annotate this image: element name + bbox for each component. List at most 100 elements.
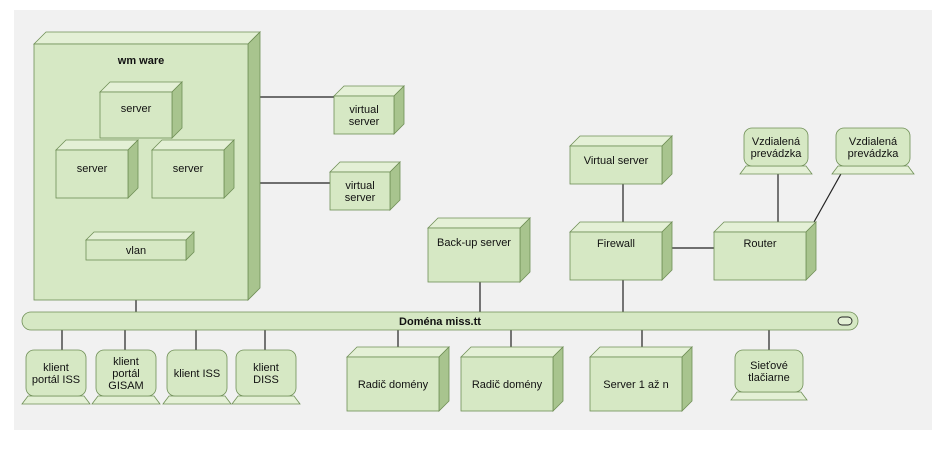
router-node-top-face — [713, 221, 817, 233]
sietove-tlaciarne-terminal-screen — [734, 349, 804, 393]
klient-iss-terminal-screen — [166, 349, 228, 397]
firewall-node-top-face — [569, 221, 673, 233]
domain-bus: Doména miss.tt — [21, 311, 859, 331]
vm-server-left: server — [55, 139, 139, 199]
klient-iss-terminal-label: klient ISS — [174, 368, 220, 380]
router-node-side-face — [805, 221, 817, 281]
radic-1-node-side-face — [438, 346, 450, 412]
vm-server-left-top-face — [55, 139, 139, 151]
remote-1-terminal-label-line-1: Vzdialená — [752, 136, 801, 148]
server-1n-node-front-face — [589, 356, 683, 412]
vm-server-right: server — [151, 139, 235, 199]
virtual-server-2-top-face — [329, 161, 401, 173]
server-1n-node-label: Server 1 až n — [603, 379, 668, 391]
klient-iss-terminal: klient ISS — [162, 349, 232, 405]
connector-remote-2-router — [813, 171, 843, 223]
vm-server-right-side-face — [223, 139, 235, 199]
sietove-tlaciarne-terminal-label-line-2: tlačiarne — [748, 372, 790, 384]
bus-end-cap-icon — [837, 316, 853, 326]
klient-portal-gisam-terminal-label-line-2: portál — [112, 368, 140, 380]
klient-diss-terminal-label-line-1: klient — [253, 362, 279, 374]
firewall-node-label: Firewall — [597, 238, 635, 250]
klient-portal-iss-terminal-screen — [25, 349, 87, 397]
radic-2-node-front-face — [460, 356, 554, 412]
vmware-container-top-face — [33, 31, 261, 45]
backup-server-node-label: Back-up server — [437, 237, 511, 249]
remote-2-terminal-stand — [831, 165, 915, 175]
klient-portal-gisam-terminal-screen — [95, 349, 157, 397]
vm-server-right-top-face — [151, 139, 235, 151]
remote-1-terminal-label-line-2: prevádzka — [751, 148, 803, 160]
radic-2-node-side-face — [552, 346, 564, 412]
virtual-server-2-front-face — [329, 171, 391, 211]
backup-server-node: Back-up server — [427, 217, 531, 283]
remote-1-terminal-stand — [739, 165, 813, 175]
sietove-tlaciarne-terminal-label-line-1: Sieťové — [750, 360, 788, 372]
vm-server-left-side-face — [127, 139, 139, 199]
radic-1-node-label: Radič domény — [358, 379, 429, 391]
vmware-container-side-face — [247, 31, 261, 301]
server-1n-node-side-face — [681, 346, 693, 412]
virtual-server-1-front-face — [333, 95, 395, 135]
radic-1-node-front-face — [346, 356, 440, 412]
backup-server-node-side-face — [519, 217, 531, 283]
domain-bus-label: Doména miss.tt — [399, 316, 481, 328]
vm-server-left-label: server — [77, 163, 108, 175]
virtual-server-2-label-line-2: server — [345, 192, 376, 204]
remote-2-terminal-screen — [835, 127, 911, 167]
vm-server-top-top-face — [99, 81, 183, 93]
remote-2-terminal-label-line-1: Vzdialená — [849, 136, 898, 148]
vm-server-right-front-face — [151, 149, 225, 199]
vm-server-top-label: server — [121, 103, 152, 115]
router-node-front-face — [713, 231, 807, 281]
radic-2-node-top-face — [460, 346, 564, 358]
vm-server-top: server — [99, 81, 183, 139]
klient-iss-terminal-stand — [162, 395, 232, 405]
virtual-server-1-top-face — [333, 85, 405, 97]
backup-server-node-top-face — [427, 217, 531, 229]
virtual-server-2-label-line-1: virtual — [345, 180, 374, 192]
domain-bus-bar — [21, 311, 859, 331]
vlan-node-top-face — [85, 231, 195, 241]
virtual-server-top-node-top-face — [569, 135, 673, 147]
radic-1-node: Radič domény — [346, 346, 450, 412]
backup-server-node-front-face — [427, 227, 521, 283]
vlan-node-label: vlan — [126, 245, 146, 257]
klient-portal-iss-terminal-label-line-1: klient — [43, 362, 69, 374]
server-1n-node-top-face — [589, 346, 693, 358]
vm-server-right-label: server — [173, 163, 204, 175]
klient-diss-terminal-label-line-2: DISS — [253, 374, 279, 386]
firewall-node-front-face — [569, 231, 663, 281]
klient-diss-terminal-screen — [235, 349, 297, 397]
radic-1-node-top-face — [346, 346, 450, 358]
remote-1-terminal-screen — [743, 127, 809, 167]
klient-diss-terminal-stand — [231, 395, 301, 405]
vmware-title: wm ware — [117, 55, 164, 67]
server-1n-node: Server 1 až n — [589, 346, 693, 412]
klient-portal-gisam-terminal-label-line-1: klient — [113, 356, 139, 368]
radic-2-node-label: Radič domény — [472, 379, 543, 391]
vlan-node-front-face — [85, 239, 187, 261]
vm-server-top-side-face — [171, 81, 183, 139]
virtual-server-1-label-line-1: virtual — [349, 104, 378, 116]
sietove-tlaciarne-terminal-stand — [730, 391, 808, 401]
klient-portal-gisam-terminal-label-line-3: GISAM — [108, 380, 143, 392]
firewall-node-side-face — [661, 221, 673, 281]
klient-portal-iss-terminal-label-line-2: portál ISS — [32, 374, 80, 386]
virtual-server-top-node-label: Virtual server — [584, 155, 649, 167]
vlan-node: vlan — [85, 231, 195, 261]
virtual-server-1-label-line-2: server — [349, 116, 380, 128]
router-node-label: Router — [743, 238, 776, 250]
router-node: Router — [713, 221, 817, 281]
klient-portal-iss-terminal-stand — [21, 395, 91, 405]
radic-2-node: Radič domény — [460, 346, 564, 412]
vm-server-left-front-face — [55, 149, 129, 199]
